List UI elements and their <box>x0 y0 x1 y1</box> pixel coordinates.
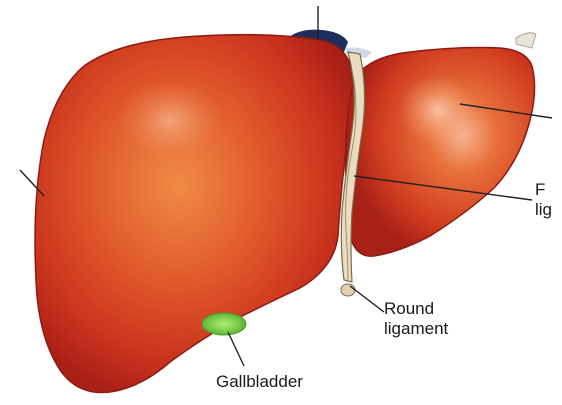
leader-line-gallbladder <box>228 332 244 366</box>
gallbladder-label: Gallbladder <box>216 372 303 392</box>
left-lobe-highlight <box>398 74 478 146</box>
falciform-label-line1: F <box>535 180 545 199</box>
right-lobe-highlight <box>118 80 222 160</box>
left-lobe-tip <box>516 33 536 48</box>
round-ligament-end <box>341 284 355 296</box>
falciform-ligament-label: F lig <box>535 180 562 220</box>
leader-line-round <box>350 286 384 312</box>
round-ligament-label: Round ligament <box>384 299 448 339</box>
falciform-label-line2: lig <box>535 200 562 220</box>
round-ligament-label-line1: Round <box>384 299 434 318</box>
gallbladder <box>202 313 246 335</box>
round-ligament-label-line2: ligament <box>384 319 448 339</box>
